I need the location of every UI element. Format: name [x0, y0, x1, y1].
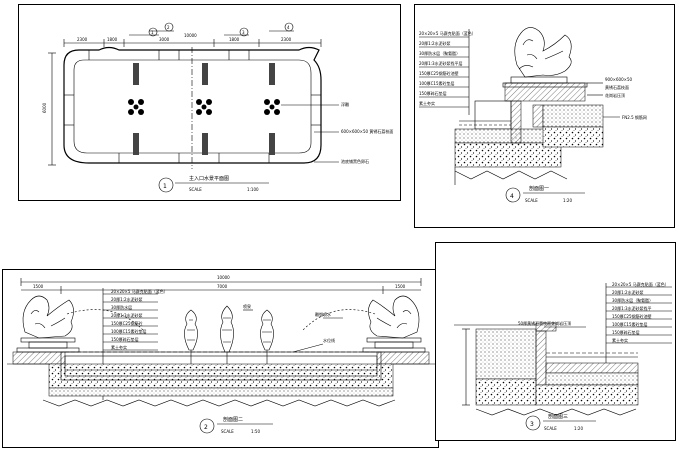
left-lion-sculpture: [16, 295, 80, 353]
sec4-title: 剖面图一: [529, 185, 549, 192]
plan-note-relief: 浮雕: [341, 101, 349, 107]
plan-dim-total: 10000: [184, 33, 197, 38]
sec4-note-coping: 花岗岩压顶: [605, 92, 625, 98]
sec4-scale-value: 1:20: [563, 198, 572, 203]
svg-text:20厚1:2水泥砂浆: 20厚1:2水泥砂浆: [612, 289, 644, 295]
sec3-title: 剖面图三: [548, 413, 568, 420]
svg-text:素土夯实: 素土夯实: [612, 337, 628, 343]
svg-text:30厚防水层（聚氨酯）: 30厚防水层（聚氨酯）: [612, 297, 653, 303]
plan-dim-4: 1800: [229, 37, 240, 42]
sec3-scale-value: 1:20: [574, 426, 583, 431]
svg-text:100厚C15素砼垫层: 100厚C15素砼垫层: [612, 321, 648, 327]
plan-dim-3: 3000: [159, 37, 170, 42]
svg-text:1: 1: [151, 30, 154, 35]
svg-text:150厚碎石垫层: 150厚碎石垫层: [612, 329, 640, 335]
sec2-scale-value: 1:50: [251, 429, 260, 434]
sec2-note-fountain: 喷泉: [243, 303, 251, 309]
callout-4: 4: [269, 22, 294, 32]
sec2-dim-left: 1500: [33, 284, 44, 289]
svg-text:素土夯实: 素土夯实: [419, 100, 435, 106]
coping-joints: [64, 50, 321, 163]
plan-note-paving: 600×600×50 黄锈石荔枝面: [341, 128, 393, 134]
svg-text:150厚C25钢筋砼池壁: 150厚C25钢筋砼池壁: [612, 313, 652, 319]
plan-dim-2: 1800: [107, 37, 118, 42]
sec2-note-waterline: 水位线: [323, 337, 335, 343]
svg-text:100厚C15素砼垫层: 100厚C15素砼垫层: [111, 328, 147, 334]
sec4-note-rebar: FN2.5 钢筋网: [622, 114, 647, 120]
plan-number-circle: [158, 177, 174, 193]
svg-text:4: 4: [287, 25, 290, 30]
plan-dim-5: 2300: [281, 37, 292, 42]
callout-2: 2: [149, 22, 174, 32]
sec4-scale-label: SCALE: [525, 198, 538, 203]
sec2-dim-mid: 7000: [217, 284, 228, 289]
svg-text:100厚C15素砼垫层: 100厚C15素砼垫层: [419, 80, 455, 86]
section-2-drawing: 10000 1500 7000 1500 20×20×5 马赛克贴面（蓝色） 2…: [7, 275, 439, 434]
fountain-jets: [184, 305, 274, 366]
plan-dim-1: 2300: [77, 37, 88, 42]
section-2-sheet: 10000 1500 7000 1500 20×20×5 马赛克贴面（蓝色） 2…: [2, 269, 439, 448]
svg-text:150厚碎石垫层: 150厚碎石垫层: [419, 90, 447, 96]
sec4-number-circle: [505, 187, 521, 203]
sec2-scale-label: SCALE: [221, 429, 234, 434]
plan-sheet: 2300 1800 3000 1800 2300 10000 6000 1 2 …: [18, 4, 401, 201]
section-3-drawing: 20×20×5 马赛克贴面（蓝色） 20厚1:2水泥砂浆 30厚防水层（聚氨酯）…: [454, 281, 672, 431]
sec3-number-circle: [525, 415, 541, 431]
svg-text:150厚C25钢筋砼: 150厚C25钢筋砼: [111, 320, 143, 326]
jet-row-top: [133, 63, 275, 85]
sec3-number: 3: [530, 421, 534, 428]
fountain-nozzles: [128, 99, 280, 115]
plan-dim-height: 6000: [42, 102, 47, 113]
section-4-layer-list: 20×20×5 马赛克贴面（蓝色） 20厚1:2水泥砂浆 30厚防水层（聚氨酯）…: [419, 29, 476, 115]
svg-text:20×20×5 马赛克贴面（蓝色）: 20×20×5 马赛克贴面（蓝色）: [111, 288, 168, 294]
plan-title: 主入口水景平面图: [189, 175, 229, 182]
sec2-dim-right: 1500: [395, 284, 406, 289]
sec2-number-circle: [199, 418, 215, 434]
svg-text:3: 3: [242, 30, 245, 35]
sec4-number: 4: [510, 193, 514, 200]
sec2-dim-total: 10000: [217, 275, 230, 280]
sec2-note-spout: 雕塑喷水: [315, 311, 331, 317]
svg-text:20×20×5 马赛克贴面（蓝色）: 20×20×5 马赛克贴面（蓝色）: [419, 30, 476, 36]
section-3-sheet: 20×20×5 马赛克贴面（蓝色） 20厚1:2水泥砂浆 30厚防水层（聚氨酯）…: [435, 242, 676, 441]
svg-text:20厚1:3水泥砂浆找平层: 20厚1:3水泥砂浆找平层: [419, 60, 463, 66]
sec2-number: 2: [204, 424, 208, 431]
svg-text:150厚碎石垫层: 150厚碎石垫层: [111, 336, 139, 342]
jet-row-bottom: [133, 133, 275, 155]
svg-text:20厚1:2水泥砂浆: 20厚1:2水泥砂浆: [419, 40, 451, 46]
plan-scale-label: SCALE: [189, 187, 202, 192]
sec4-note-stone: 黄锈石荔枝面: [605, 84, 629, 90]
lion-sculpture: [510, 27, 572, 84]
svg-text:2: 2: [167, 25, 170, 30]
plan-scale-value: 1:100: [247, 187, 259, 192]
sec4-note-size: 900×600×50: [605, 77, 633, 82]
section-3-layer-list: 20×20×5 马赛克贴面（蓝色） 20厚1:2水泥砂浆 30厚防水层（聚氨酯）…: [605, 281, 672, 363]
section-2-layer-list: 20×20×5 马赛克贴面（蓝色） 20厚1:2水泥砂浆 30厚防水层 20厚1…: [102, 288, 168, 400]
svg-text:20厚1:2水泥砂浆: 20厚1:2水泥砂浆: [111, 296, 143, 302]
svg-text:20厚1:3水泥砂浆找平: 20厚1:3水泥砂浆找平: [612, 305, 652, 311]
plan-note-pebble: 池底铺黑色卵石: [341, 158, 369, 164]
plan-drawing: 2300 1800 3000 1800 2300 10000 6000 1 2 …: [42, 22, 393, 193]
svg-text:30厚防水层（聚氨酯）: 30厚防水层（聚氨酯）: [419, 50, 460, 56]
sec2-title: 剖面图二: [223, 416, 243, 423]
svg-text:150厚C25钢筋砼池壁: 150厚C25钢筋砼池壁: [419, 70, 459, 76]
svg-text:20×20×5 马赛克贴面（蓝色）: 20×20×5 马赛克贴面（蓝色）: [612, 281, 669, 287]
right-lion-sculpture: [362, 295, 426, 353]
callout-1: 1: [129, 27, 159, 37]
plan-number: 1: [163, 183, 167, 190]
section-4-sheet: 20×20×5 马赛克贴面（蓝色） 20厚1:2水泥砂浆 30厚防水层（聚氨酯）…: [414, 4, 675, 228]
section-4-drawing: 20×20×5 马赛克贴面（蓝色） 20厚1:2水泥砂浆 30厚防水层（聚氨酯）…: [419, 27, 647, 203]
callout-3: 3: [224, 27, 249, 37]
sec3-scale-label: SCALE: [544, 426, 557, 431]
svg-text:20厚1:3水泥砂浆: 20厚1:3水泥砂浆: [111, 312, 143, 318]
svg-text:素土夯实: 素土夯实: [111, 344, 127, 350]
svg-text:30厚防水层: 30厚防水层: [111, 304, 132, 310]
